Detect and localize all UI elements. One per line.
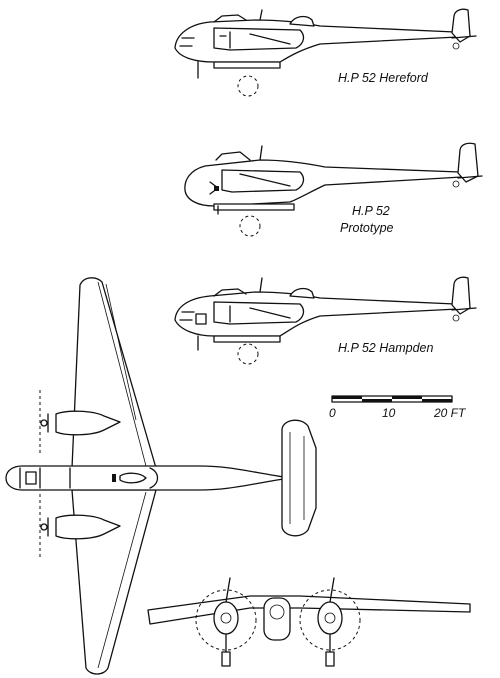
side-view-hampden: H.P 52 Hampden: [174, 276, 477, 365]
plan-view: [5, 277, 317, 675]
scale-tick-10: 10: [382, 406, 396, 420]
scale-tick-20ft: 20 FT: [433, 406, 467, 420]
side-view-prototype: H.P 52 Prototype: [184, 142, 483, 237]
side-view-hereford: H.P 52 Hereford: [174, 8, 477, 97]
label-prototype-line1: H.P 52: [352, 204, 390, 218]
scale-bar: 0 10 20 FT: [329, 395, 467, 420]
scale-tick-0: 0: [329, 406, 336, 420]
label-prototype-line2: Prototype: [340, 221, 394, 235]
label-hampden: H.P 52 Hampden: [338, 341, 433, 355]
label-hereford: H.P 52 Hereford: [338, 71, 429, 85]
front-view: [147, 577, 471, 667]
